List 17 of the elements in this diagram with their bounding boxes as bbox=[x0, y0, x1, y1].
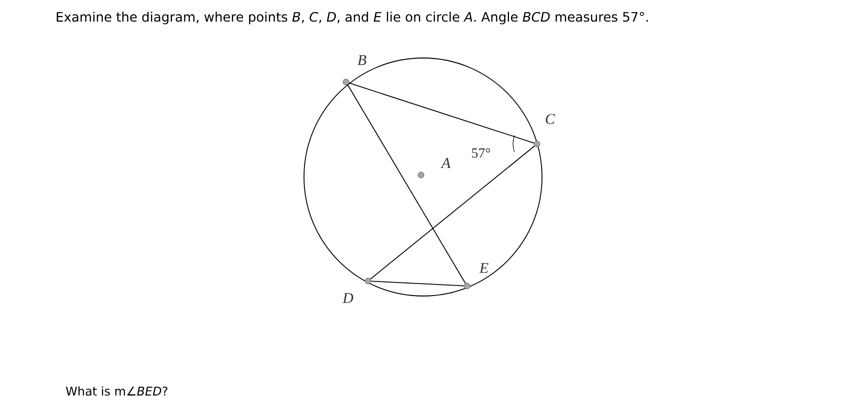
point-label: B bbox=[358, 55, 366, 65]
line-segment bbox=[348, 82, 534, 144]
point-label: D bbox=[342, 293, 354, 303]
question: What is m∠BED? bbox=[66, 386, 168, 396]
line-segment bbox=[370, 146, 535, 280]
point-label: C bbox=[546, 114, 556, 124]
point bbox=[464, 282, 470, 290]
point bbox=[534, 140, 540, 148]
title: Examine the diagram, where points B, C, D, and E lie on circle A. Angle BCD measures 57°. bbox=[56, 12, 648, 24]
point-label: E bbox=[479, 263, 488, 273]
point bbox=[342, 78, 350, 86]
line-segment bbox=[370, 280, 464, 286]
line-segment bbox=[347, 84, 466, 284]
point-label: A bbox=[440, 158, 451, 168]
point bbox=[418, 172, 424, 178]
angle-label: 57° bbox=[472, 148, 490, 158]
point bbox=[364, 278, 372, 284]
